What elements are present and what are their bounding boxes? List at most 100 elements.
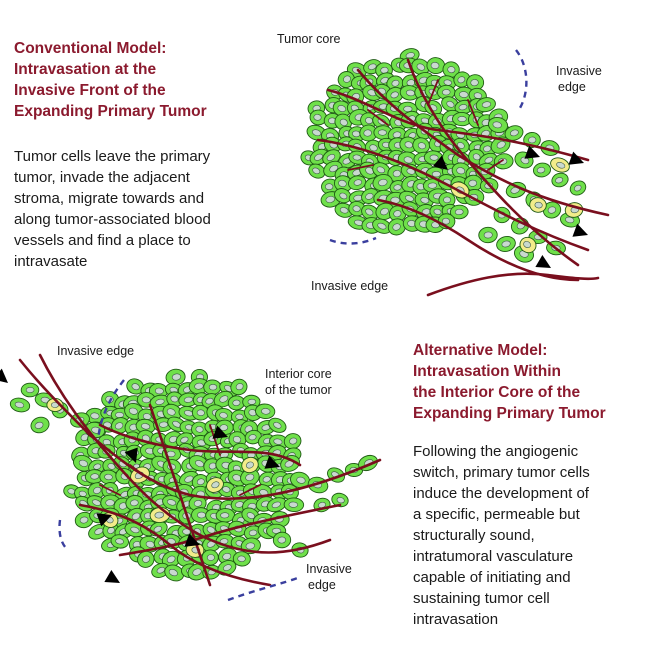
- tumor-cell: [309, 109, 327, 126]
- cell-nucleus: [534, 201, 543, 209]
- cell-nucleus: [245, 542, 255, 550]
- cell-nucleus: [338, 179, 347, 187]
- tumor-cell: [85, 407, 106, 425]
- arrowhead-icon: [124, 447, 138, 463]
- title-line: Intravasation at the: [14, 61, 157, 78]
- cell-nucleus: [365, 208, 374, 216]
- body-line: intravasation: [413, 611, 499, 628]
- arrowhead-icon: [524, 145, 540, 159]
- cell-nucleus: [166, 408, 176, 416]
- tumor-cell: [151, 562, 170, 578]
- tumor-cell: [178, 392, 199, 407]
- cell-nucleus: [492, 121, 502, 129]
- body-line: tumor, invade the adjacent: [14, 169, 190, 186]
- invasive-edge-boundary: [58, 519, 69, 551]
- cell-nucleus: [115, 422, 124, 430]
- arrowhead-shape: [264, 455, 280, 469]
- blood-vessel: [356, 68, 610, 217]
- tumor-cell: [268, 417, 287, 433]
- migrating-tumor-cell: [504, 125, 524, 141]
- cell-nucleus: [131, 383, 140, 391]
- blood-vessel: [38, 353, 332, 554]
- label-invasive-edge-top: Invasive edge: [57, 344, 135, 358]
- label-line: of the tumor: [265, 383, 332, 397]
- cell-nucleus: [441, 217, 451, 225]
- label-tumor-core: Tumor core: [277, 32, 341, 46]
- cell-nucleus: [196, 478, 205, 486]
- migrating-tumor-cell: [290, 471, 310, 489]
- tumor-cell: [337, 71, 355, 88]
- blood-vessel: [326, 88, 590, 162]
- cell-nucleus: [196, 409, 205, 416]
- tumor-cell: [387, 165, 406, 183]
- tumor-cell: [283, 497, 305, 512]
- cell-nucleus: [248, 529, 258, 536]
- cell-body: [493, 153, 514, 170]
- tumor-cell: [188, 455, 209, 472]
- tumor-cell: [372, 173, 393, 192]
- arrowhead-shape: [212, 425, 228, 439]
- tumor-cell: [493, 153, 514, 170]
- cell-nucleus: [128, 407, 138, 415]
- arrowhead-shape: [96, 513, 112, 527]
- cell-nucleus: [459, 91, 469, 98]
- cell-nucleus: [155, 398, 165, 405]
- tumor-cell: [217, 560, 237, 576]
- cell-nucleus: [195, 426, 204, 433]
- cell-nucleus: [378, 178, 388, 187]
- cell-nucleus: [392, 170, 402, 178]
- tumor-cell: [372, 218, 392, 234]
- cell-nucleus: [431, 171, 441, 178]
- cell-nucleus: [496, 141, 506, 149]
- cell-nucleus: [153, 525, 162, 533]
- cell-nucleus: [154, 387, 164, 395]
- migrating-tumor-cell: [478, 226, 498, 244]
- tumor-cell: [348, 175, 367, 191]
- cell-nucleus: [336, 497, 345, 504]
- cell-nucleus: [458, 104, 468, 111]
- cell-nucleus: [556, 162, 566, 169]
- tumor-cell: [466, 74, 485, 91]
- cell-nucleus: [79, 516, 89, 524]
- tumor-cell: [227, 395, 246, 411]
- cell-nucleus: [536, 167, 546, 174]
- tumor-cell: [214, 408, 234, 424]
- cell-nucleus: [547, 206, 557, 214]
- intravasating-cell: [206, 477, 224, 493]
- cell-nucleus: [90, 473, 100, 480]
- cell-nucleus: [339, 118, 348, 126]
- cell-nucleus: [324, 183, 334, 190]
- tumor-cell: [201, 393, 220, 409]
- cell-nucleus: [405, 195, 414, 202]
- cell-nucleus: [427, 182, 438, 189]
- cell-nucleus: [313, 114, 322, 121]
- cell-nucleus: [326, 154, 336, 161]
- cell-nucleus: [456, 167, 466, 175]
- cell-nucleus: [245, 461, 254, 469]
- migrating-tumor-cell: [20, 382, 40, 398]
- cell-nucleus: [288, 501, 299, 508]
- cell-nucleus: [170, 395, 179, 403]
- invasive-edge-boundary: [329, 236, 377, 245]
- tumor-cell: [372, 114, 391, 129]
- label-invasive-edge-right: Invasive edge: [556, 63, 602, 95]
- cell-nucleus: [232, 399, 241, 406]
- cell-nucleus: [377, 222, 387, 230]
- tumor-cell: [175, 432, 194, 448]
- cell-nucleus: [457, 116, 467, 123]
- cell-nucleus: [483, 145, 492, 153]
- cell-nucleus: [472, 153, 481, 161]
- cell-nucleus: [14, 401, 25, 408]
- title-line: Invasive Front of the: [14, 82, 166, 99]
- cell-nucleus: [457, 76, 466, 84]
- tumor-diagram-top: [300, 48, 610, 297]
- arrowhead-icon: [96, 513, 112, 527]
- cell-nucleus: [222, 486, 231, 493]
- tumor-cell: [73, 454, 94, 472]
- migrating-tumor-cell: [569, 180, 587, 196]
- cell-nucleus: [454, 208, 464, 216]
- cell-nucleus: [273, 422, 282, 429]
- cell-nucleus: [211, 481, 220, 489]
- migrating-tumor-cell: [9, 397, 31, 413]
- cell-nucleus: [314, 153, 323, 161]
